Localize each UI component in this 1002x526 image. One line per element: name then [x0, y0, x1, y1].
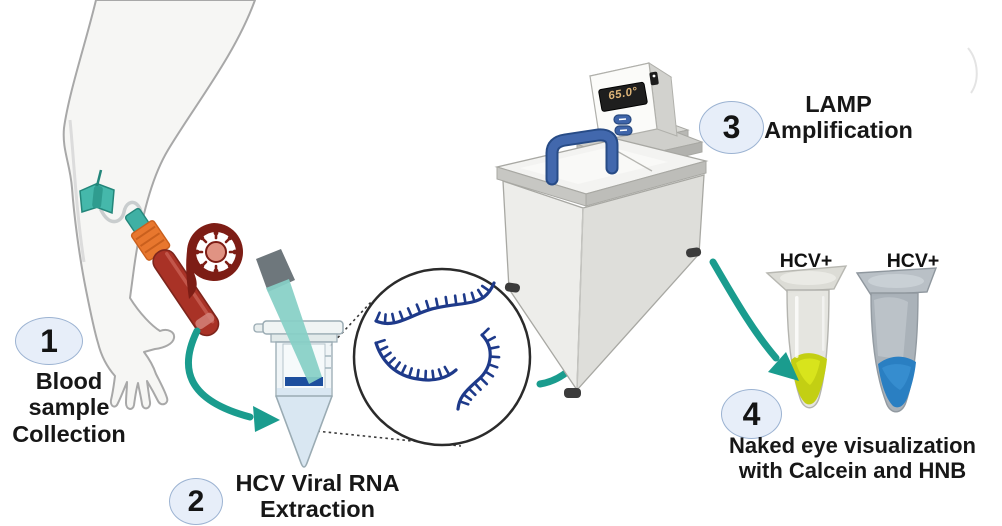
result-tube-hnb — [855, 267, 938, 413]
rna-strand-teeth — [456, 327, 501, 411]
step-2-caption: HCV Viral RNA Extraction — [235, 470, 400, 523]
step-1-caption: Blood sample Collection — [12, 368, 126, 447]
temperature-display — [598, 81, 648, 112]
step-4-number: 4 — [742, 395, 761, 432]
hnb-tube-label: HCV+ — [886, 250, 940, 272]
step-1-number: 1 — [40, 322, 58, 359]
result-tube-calcein — [765, 265, 848, 409]
flow-arrow-3 — [709, 258, 799, 381]
arm-shading-line — [68, 119, 86, 263]
rna-strand-teeth — [374, 281, 496, 325]
power-switch — [649, 71, 659, 86]
controller-buttons — [613, 114, 633, 136]
step-2-badge: 2 — [169, 478, 223, 525]
step-1-badge: 1 — [15, 317, 83, 365]
arm-and-hand-shape — [62, 0, 256, 410]
step-4-badge: 4 — [721, 389, 782, 439]
rna-strands — [374, 281, 501, 411]
step-4-caption: Naked eye visualization with Calcein and… — [729, 433, 976, 483]
decorative-arc — [967, 47, 978, 94]
virus-droplet-icon — [186, 223, 244, 299]
flow-arrow-1 — [185, 327, 280, 432]
step-2-number: 2 — [187, 484, 205, 518]
calcein-tube-label: HCV+ — [779, 250, 833, 272]
step-3-number: 3 — [722, 109, 741, 145]
step-3-badge: 3 — [699, 101, 764, 154]
magnifier-callout-lines — [305, 300, 462, 447]
temperature-controller — [588, 62, 678, 142]
rna-magnifier-circle — [352, 267, 532, 447]
rna-strand-teeth — [374, 338, 458, 382]
water-bath-illustration — [494, 62, 709, 398]
pipette-icon — [256, 249, 322, 384]
arm-illustration — [62, 0, 256, 410]
step-3-caption: LAMP Amplification — [764, 91, 913, 144]
butterfly-needle-icon — [79, 169, 115, 215]
